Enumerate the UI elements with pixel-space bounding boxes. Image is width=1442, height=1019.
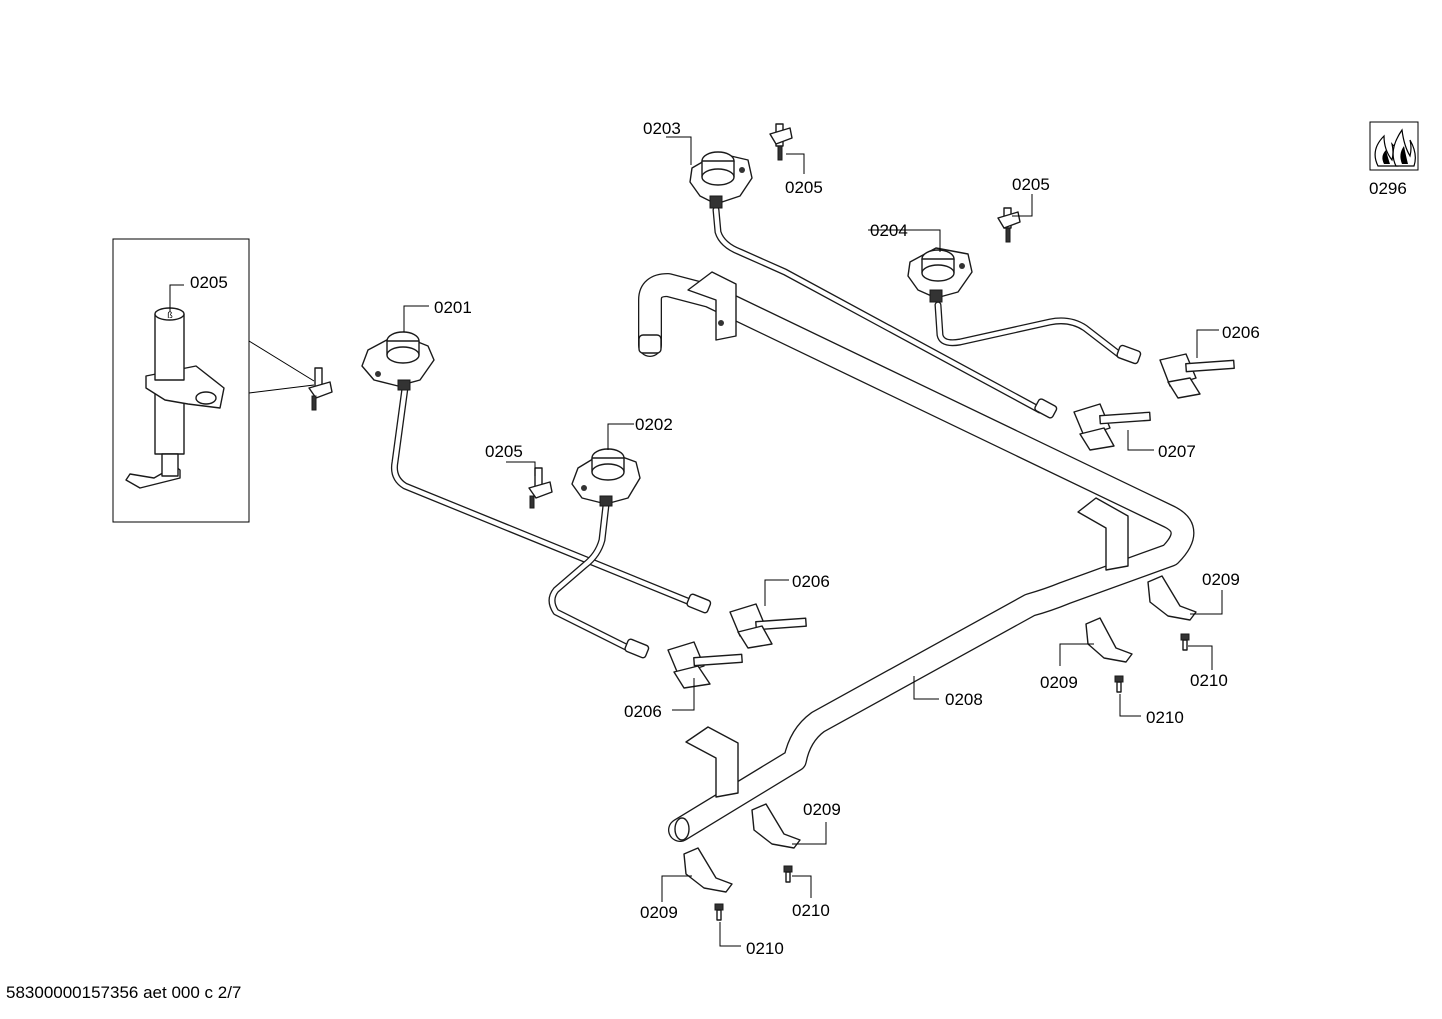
gas-rail-0208 [638, 271, 1195, 842]
valve-0206-low [667, 641, 743, 689]
label-0209-right: 0209 [1202, 570, 1240, 589]
label-0205-top: 0205 [785, 178, 823, 197]
detail-inset: ß [112, 238, 315, 523]
label-0204: 0204 [870, 221, 908, 240]
valve-0207 [1073, 403, 1151, 451]
gas-flame-icon [1369, 121, 1419, 171]
electrode-detail-drawing: ß [125, 307, 225, 489]
valves [667, 353, 1235, 689]
label-0202: 0202 [635, 415, 673, 434]
label-0206-right: 0206 [1222, 323, 1260, 342]
valve-0206-mid [729, 603, 807, 649]
label-0210-bottom-right: 0210 [792, 901, 830, 920]
burner-0204 [907, 247, 973, 303]
label-0206-low: 0206 [624, 702, 662, 721]
label-0205-right: 0205 [1012, 175, 1050, 194]
label-0209-bottom-right: 0209 [803, 800, 841, 819]
label-0210-right: 0210 [1190, 671, 1228, 690]
label-0205-inset: 0205 [190, 273, 228, 292]
label-0296: 0296 [1369, 179, 1407, 198]
label-0203: 0203 [643, 119, 681, 138]
label-0206-mid: 0206 [792, 572, 830, 591]
gas-pipes [391, 206, 1142, 659]
leader-lines [169, 136, 1223, 947]
label-0205-mid: 0205 [485, 442, 523, 461]
label-0207: 0207 [1158, 442, 1196, 461]
screws [714, 633, 1190, 921]
label-0201: 0201 [434, 298, 472, 317]
clips-and-screws [683, 575, 1197, 921]
label-0209-mid: 0209 [1040, 673, 1078, 692]
burner-0203 [689, 151, 753, 209]
document-footer: 58300000157356 aet 000 c 2/7 [6, 983, 241, 1002]
part-labels: 0205 0201 0202 0203 0204 0205 0205 0205 … [190, 119, 1407, 958]
label-0209-bottom-left: 0209 [640, 903, 678, 922]
burner-0202 [571, 448, 641, 507]
svg-text:ß: ß [167, 310, 173, 320]
label-0208: 0208 [945, 690, 983, 709]
label-0210-bottom-left: 0210 [746, 939, 784, 958]
electrode-small [308, 123, 1021, 509]
label-0210-mid: 0210 [1146, 708, 1184, 727]
valve-0206-top-right [1159, 353, 1235, 399]
burner-0201 [361, 331, 435, 391]
